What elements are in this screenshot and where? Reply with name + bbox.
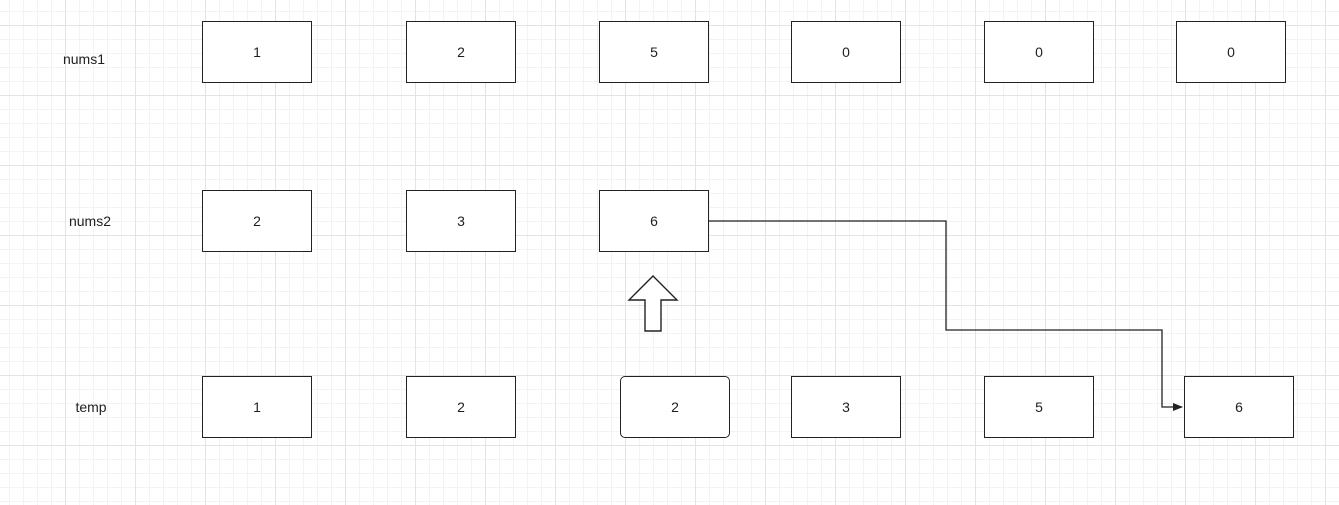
pointer-up-arrow-icon	[627, 275, 679, 332]
nums2-cell-1: 3	[406, 190, 516, 252]
nums1-cell-0: 1	[202, 21, 312, 83]
temp-cell-0: 1	[202, 376, 312, 438]
connector-line	[709, 220, 1183, 411]
nums1-cell-2: 5	[599, 21, 709, 83]
nums1-cell-3: 0	[791, 21, 901, 83]
nums2-cell-0: 2	[202, 190, 312, 252]
nums1-cell-1: 2	[406, 21, 516, 83]
temp-cell-3: 3	[791, 376, 901, 438]
row-label-temp: temp	[75, 399, 107, 415]
temp-cell-5: 6	[1184, 376, 1294, 438]
nums2-cell-2: 6	[599, 190, 709, 252]
row-label-nums2: nums2	[68, 213, 112, 229]
row-label-nums1: nums1	[62, 51, 106, 67]
temp-cell-1: 2	[406, 376, 516, 438]
temp-cell-4: 5	[984, 376, 1094, 438]
nums1-cell-4: 0	[984, 21, 1094, 83]
temp-cell-2: 2	[620, 376, 730, 438]
nums1-cell-5: 0	[1176, 21, 1286, 83]
